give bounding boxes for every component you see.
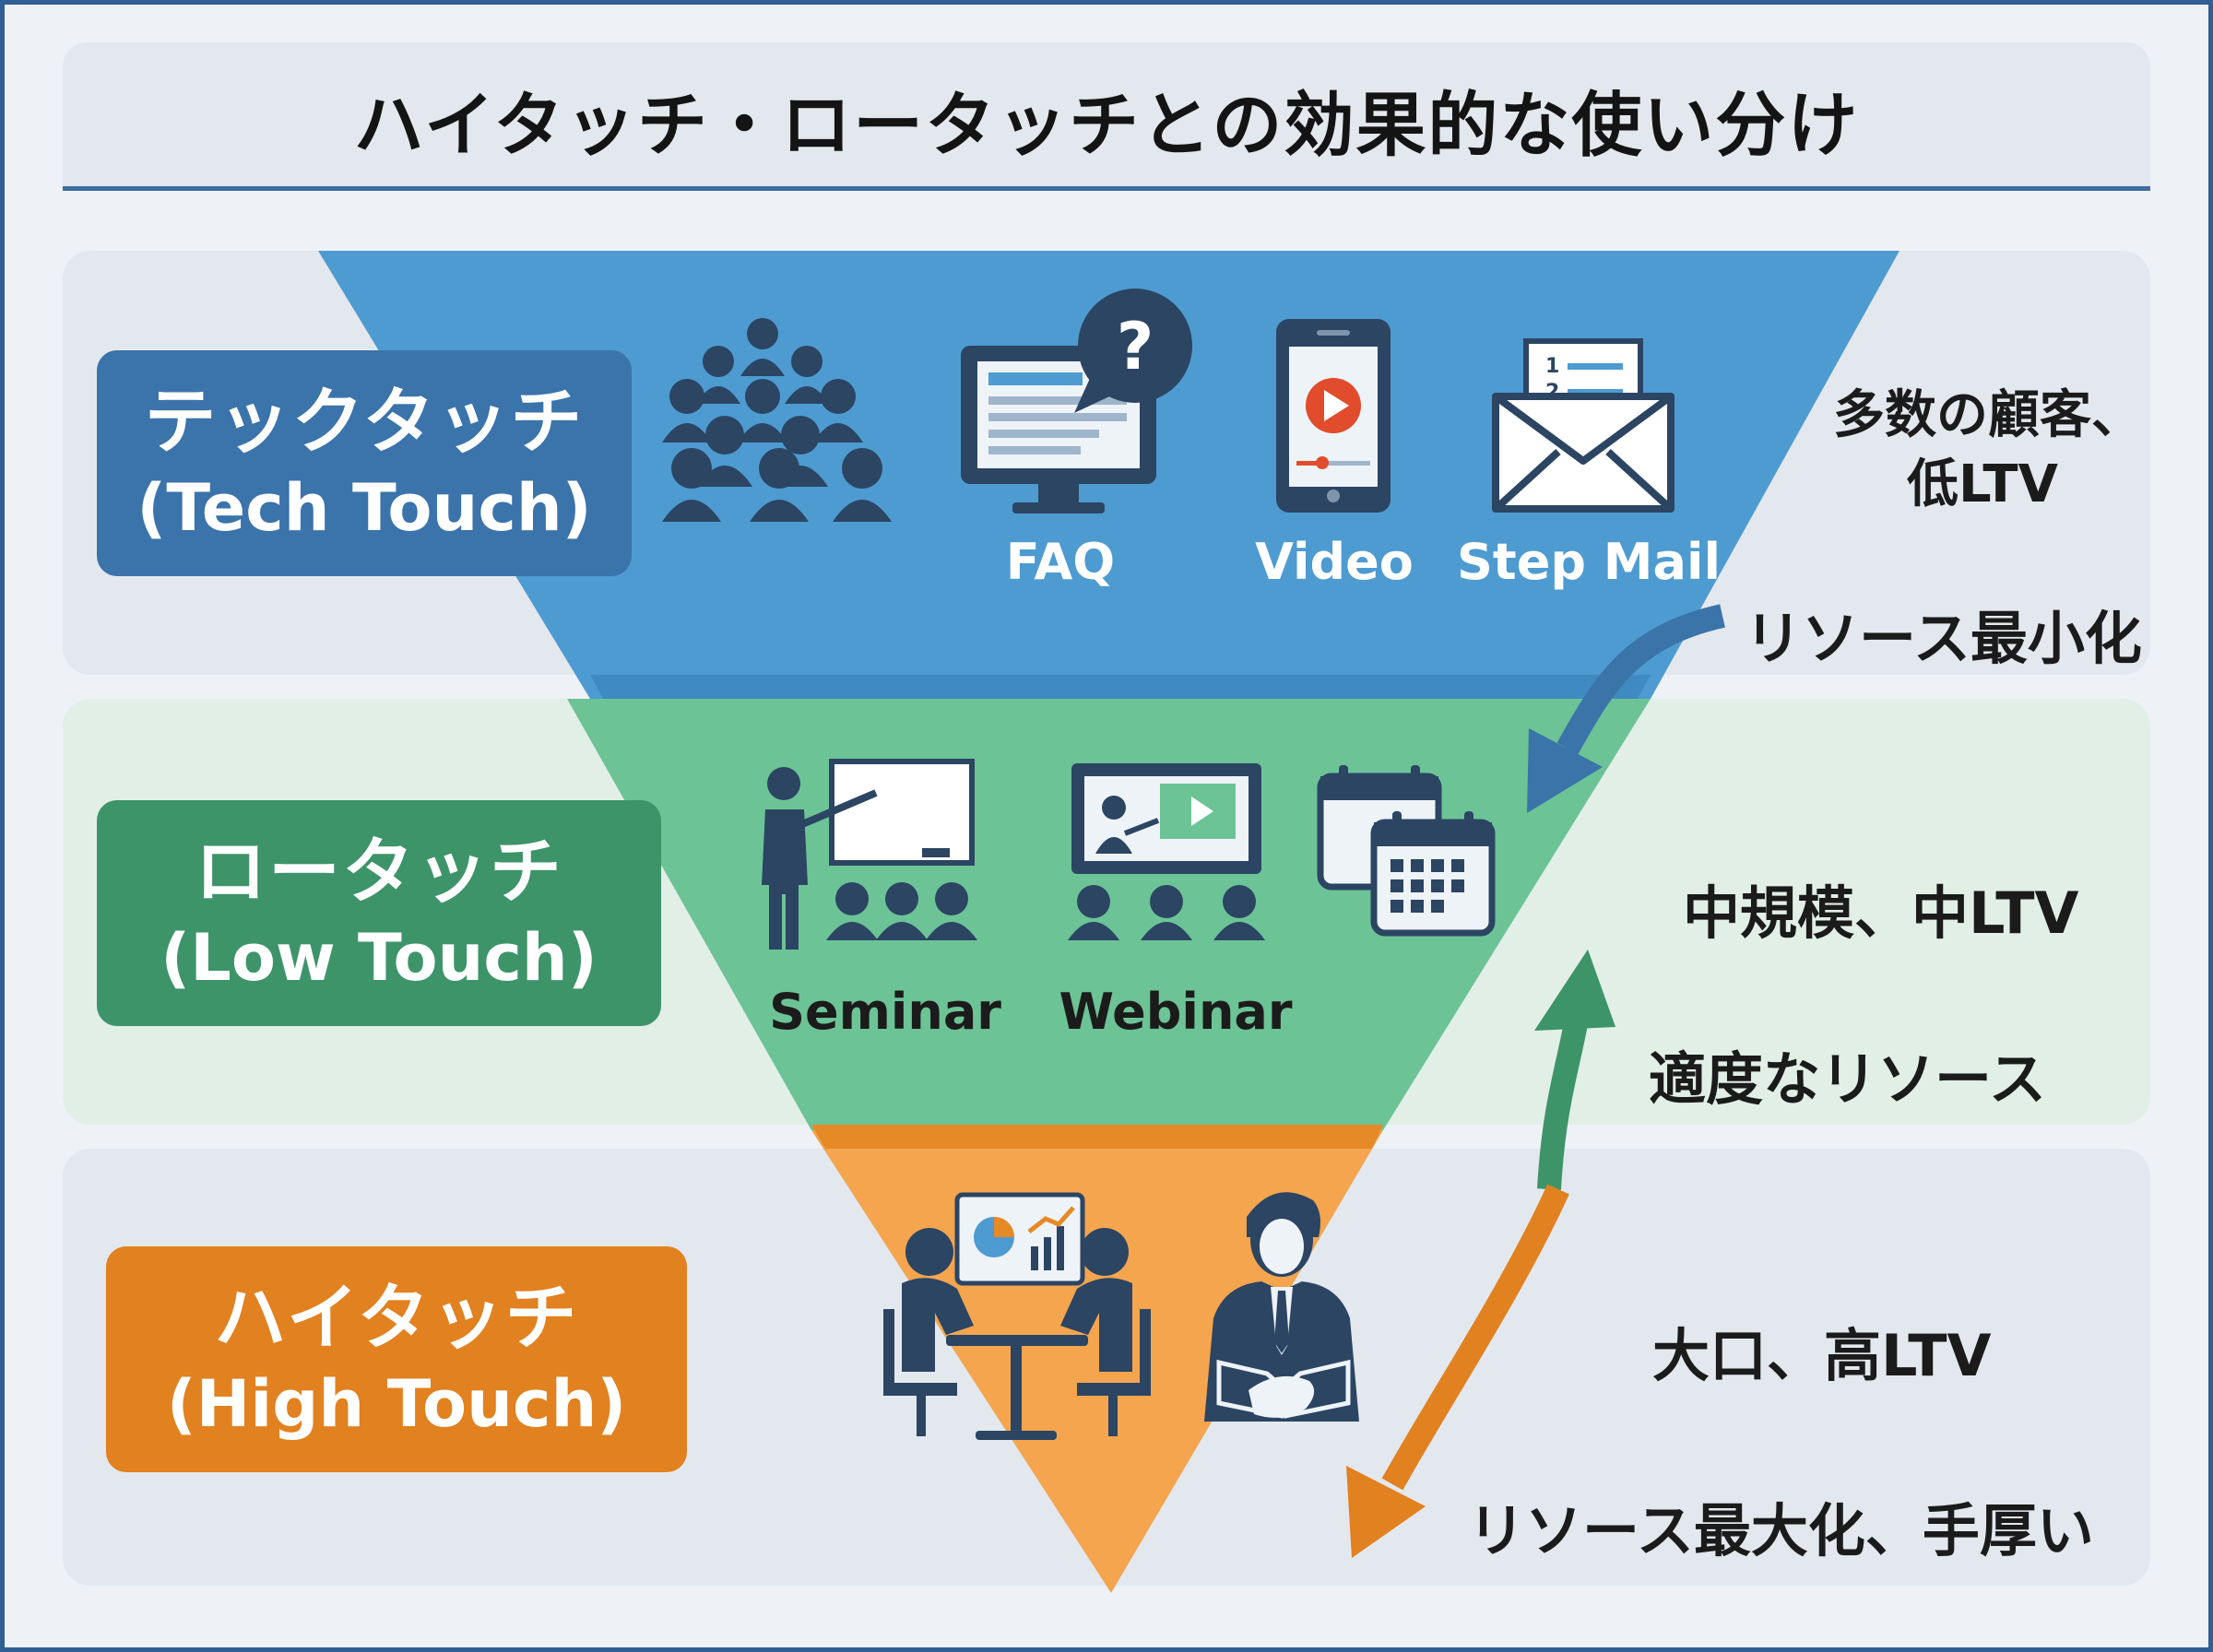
high-touch-label: ハイタッチ (High Touch): [106, 1246, 687, 1472]
webinar-caption: Webinar: [1059, 983, 1293, 1041]
tech-touch-name-en: (Tech Touch): [136, 469, 592, 546]
low-touch-label: ロータッチ (Low Touch): [97, 800, 661, 1026]
handshake-icon: [1204, 1192, 1359, 1422]
title-box: ハイタッチ・ロータッチとの効果的な使い分け: [63, 42, 2150, 190]
tech-customers-note: 多数の顧客、: [1833, 385, 2143, 445]
svg-text:1: 1: [1545, 355, 1559, 378]
tech-touch-name: テックタッチ: [144, 380, 585, 464]
low-resource-note: 適度なリソース: [1649, 1045, 2046, 1113]
resource-arrow-orange: [1346, 1184, 1569, 1558]
step-mail-caption: Step Mail: [1457, 533, 1721, 591]
step-mail-icon: 1 2 3: [1492, 338, 1675, 513]
crowd-icon: [662, 318, 892, 522]
resource-arrow-blue: [1527, 604, 1725, 813]
low-touch-name-en: (Low Touch): [160, 919, 598, 996]
funnel-high-segment: [811, 1130, 1383, 1593]
tech-touch-label: テックタッチ (Tech Touch): [97, 350, 632, 576]
high-scale-note: 大口、高LTV: [1652, 1322, 1992, 1389]
tech-ltv-note: 低LTV: [1907, 454, 2058, 514]
svg-text:?: ?: [1117, 309, 1154, 384]
video-phone-icon: [1276, 319, 1391, 513]
high-touch-name: ハイタッチ: [214, 1276, 579, 1360]
high-touch-name-en: (High Touch): [166, 1365, 627, 1442]
calendar-icon: [1317, 765, 1496, 937]
page-title: ハイタッチ・ロータッチとの効果的な使い分け: [353, 84, 1860, 166]
seminar-caption: Seminar: [769, 983, 1001, 1041]
low-scale-note: 中規模、中LTV: [1683, 879, 2079, 947]
title-divider: [63, 186, 2150, 191]
resource-arrow-green: [1534, 950, 1615, 1190]
tech-resource-note: リソース最小化: [1745, 605, 2142, 672]
seminar-icon: [762, 759, 977, 950]
low-touch-name: ロータッチ: [194, 830, 563, 914]
video-caption: Video: [1255, 533, 1414, 591]
faq-caption: FAQ: [1005, 533, 1116, 591]
faq-monitor-icon: ?: [961, 289, 1192, 513]
webinar-icon: [1068, 763, 1265, 940]
meeting-icon: [883, 1192, 1151, 1440]
high-resource-note: リソース最大化、手厚い: [1468, 1497, 2094, 1564]
